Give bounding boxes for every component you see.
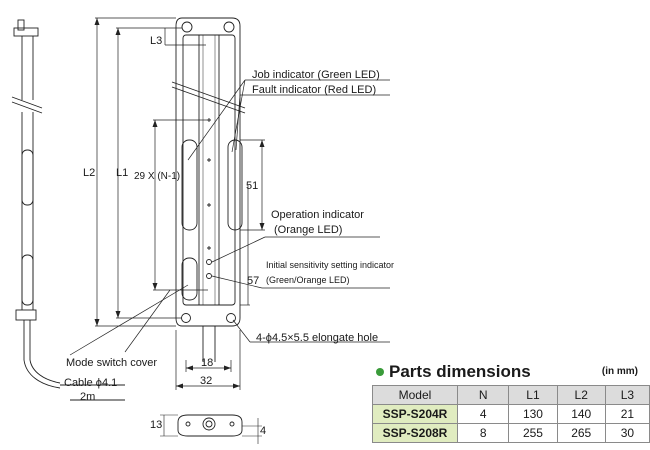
side-view	[11, 19, 125, 401]
label-elongate-hole: 4-ϕ4.5×5.5 elongate hole	[256, 332, 378, 344]
label-fault-indicator: Fault indicator (Red LED)	[252, 84, 376, 96]
parts-dimensions-header: Parts dimensions (in mm)	[374, 362, 644, 384]
cell-l3: 30	[604, 423, 650, 443]
cell-model: SSP-S208R	[372, 423, 458, 443]
header-model: Model	[372, 385, 458, 405]
cell-l3: 21	[604, 404, 650, 424]
label-dim-32: 32	[200, 375, 212, 387]
label-l2: L2	[83, 167, 95, 179]
cell-l2: 140	[556, 404, 606, 424]
table-header-row: Model N L1 L2 L3	[372, 385, 650, 405]
label-operation-indicator-2: (Orange LED)	[274, 224, 342, 236]
parts-dimensions-title: Parts dimensions	[389, 362, 531, 381]
cell-l1: 255	[508, 423, 558, 443]
label-mode-switch-cover: Mode switch cover	[66, 357, 157, 369]
label-dim-51: 51	[246, 180, 258, 192]
leader-lines	[69, 79, 390, 356]
end-view	[160, 414, 262, 444]
label-dim-13: 13	[150, 419, 162, 431]
label-l3: L3	[150, 35, 162, 47]
label-initial-sensitivity-2: (Green/Orange LED)	[266, 275, 350, 285]
table-row: SSP-S204R 4 130 140 21	[372, 404, 650, 424]
header-l1: L1	[508, 385, 558, 405]
bullet-icon	[376, 368, 384, 376]
cell-model: SSP-S204R	[372, 404, 458, 424]
label-pitch: 29 X (N-1)	[134, 171, 180, 182]
label-cable-length: 2m	[80, 391, 95, 403]
cell-n: 4	[456, 404, 510, 424]
header-l2: L2	[556, 385, 606, 405]
front-view	[171, 17, 246, 362]
label-dim-4: 4	[260, 425, 266, 437]
label-initial-sensitivity-1: Initial sensitivity setting indicator	[266, 260, 394, 270]
parts-dimensions-unit: (in mm)	[601, 366, 638, 377]
cell-n: 8	[456, 423, 510, 443]
header-l3: L3	[604, 385, 650, 405]
label-dim-18: 18	[201, 357, 213, 369]
label-dim-57: 57	[247, 275, 259, 287]
header-n: N	[456, 385, 510, 405]
label-operation-indicator-1: Operation indicator	[271, 209, 364, 221]
label-l1: L1	[116, 167, 128, 179]
label-job-indicator: Job indicator (Green LED)	[252, 69, 380, 81]
table-row: SSP-S208R 8 255 265 30	[372, 423, 650, 443]
cell-l1: 130	[508, 404, 558, 424]
dimension-lines	[95, 17, 265, 390]
label-cable: Cable ϕ4.1	[64, 377, 117, 389]
cell-l2: 265	[556, 423, 606, 443]
parts-dimensions-table: Model N L1 L2 L3 SSP-S204R 4 130 140 21 …	[372, 385, 650, 443]
